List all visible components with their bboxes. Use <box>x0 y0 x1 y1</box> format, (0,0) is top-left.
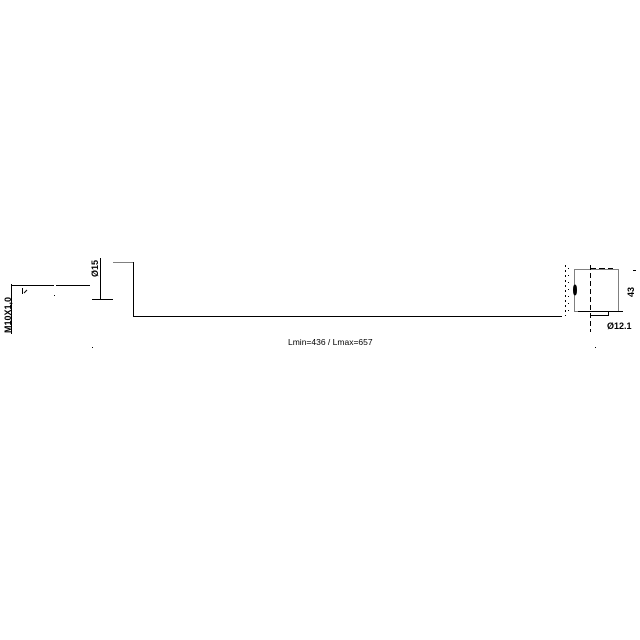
diameter-left-label: Ø15 <box>90 260 100 277</box>
length-label: Lmin=436 / Lmax=657 <box>288 337 373 347</box>
height-right-label: 43 <box>626 287 636 297</box>
diameter-right-label: Ø12.1 <box>607 321 632 331</box>
dimension-mark-left <box>92 347 93 348</box>
left-end-fitting <box>11 258 562 334</box>
thread-label: M10X1,0 <box>3 297 13 333</box>
right-end-fitting <box>565 265 636 332</box>
dimension-mark-right <box>595 347 596 348</box>
